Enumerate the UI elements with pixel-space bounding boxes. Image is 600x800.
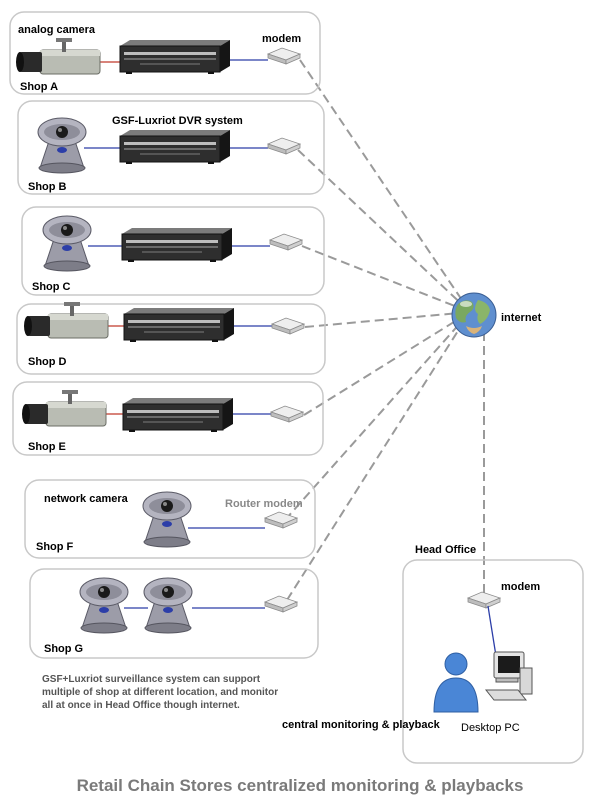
modem-icon bbox=[270, 405, 304, 423]
head-office-panel: Head Office modem Desktop PC bbox=[402, 544, 584, 764]
router-modem-icon bbox=[264, 511, 298, 529]
modem-icon bbox=[269, 233, 303, 251]
internet-links bbox=[284, 59, 485, 601]
desktop-pc-icon bbox=[484, 651, 533, 701]
modem-icon bbox=[267, 47, 301, 65]
shop-a-label: Shop A bbox=[20, 81, 58, 93]
dvr-icon bbox=[119, 39, 231, 75]
modem-icon bbox=[467, 591, 501, 609]
network-camera-icon bbox=[143, 577, 193, 634]
link-shop-f bbox=[284, 311, 471, 521]
shop-g-label: Shop G bbox=[44, 643, 83, 655]
link-shop-c bbox=[301, 245, 471, 313]
note-line-2: multiple of shop at different location, … bbox=[42, 687, 278, 698]
internet-globe-icon bbox=[451, 292, 497, 338]
shop-b-panel: GSF-Luxriot DVR system Shop B bbox=[17, 100, 325, 195]
dvr-system-label: GSF-Luxriot DVR system bbox=[112, 115, 243, 127]
dvr-icon bbox=[123, 307, 235, 343]
modem-icon bbox=[267, 137, 301, 155]
shop-c-panel: Shop C bbox=[21, 206, 325, 296]
link-shop-g bbox=[286, 311, 471, 601]
shop-f-label: Shop F bbox=[36, 541, 74, 553]
shop-a-panel: analog camera modem Shop A bbox=[9, 11, 321, 95]
shop-c-label: Shop C bbox=[32, 281, 71, 293]
central-monitoring-label: central monitoring & playback bbox=[282, 719, 441, 731]
link-shop-a bbox=[299, 59, 471, 313]
note-line-3: all at once in Head Office though intern… bbox=[42, 700, 240, 711]
analog-camera-icon bbox=[23, 301, 109, 339]
analog-camera-icon bbox=[15, 37, 101, 75]
dvr-icon bbox=[122, 397, 234, 433]
network-camera-icon bbox=[79, 577, 129, 634]
shop-d-panel: Shop D bbox=[16, 301, 326, 375]
shop-e-panel: Shop E bbox=[12, 381, 324, 456]
modem-icon bbox=[264, 595, 298, 613]
analog-camera-icon bbox=[21, 389, 107, 427]
shop-d-label: Shop D bbox=[28, 356, 67, 368]
router-modem-label: Router modem bbox=[225, 498, 303, 510]
modem-label: modem bbox=[262, 33, 301, 45]
dvr-icon bbox=[119, 129, 231, 165]
modem-icon bbox=[271, 317, 305, 335]
diagram-title: Retail Chain Stores centralized monitori… bbox=[77, 776, 524, 795]
shop-e-label: Shop E bbox=[28, 441, 66, 453]
internet-label: internet bbox=[501, 312, 542, 324]
head-office-label: Head Office bbox=[415, 544, 476, 556]
network-camera-icon bbox=[37, 117, 87, 174]
modem-label: modem bbox=[501, 581, 540, 593]
analog-camera-label: analog camera bbox=[18, 24, 96, 36]
network-camera-icon bbox=[42, 215, 92, 272]
desktop-pc-label: Desktop PC bbox=[461, 722, 520, 734]
link-shop-e bbox=[303, 311, 471, 416]
shop-g-panel: Shop G bbox=[29, 568, 319, 659]
link-shop-d bbox=[304, 311, 471, 328]
user-icon bbox=[433, 652, 479, 713]
network-camera-icon bbox=[142, 491, 192, 548]
link-shop-b bbox=[297, 149, 471, 313]
note-line-1: GSF+Luxriot surveillance system can supp… bbox=[42, 674, 261, 685]
network-camera-label: network camera bbox=[44, 493, 129, 505]
shop-b-label: Shop B bbox=[28, 181, 67, 193]
dvr-icon bbox=[121, 227, 233, 263]
shop-f-panel: network camera Router modem Shop F bbox=[24, 479, 316, 559]
